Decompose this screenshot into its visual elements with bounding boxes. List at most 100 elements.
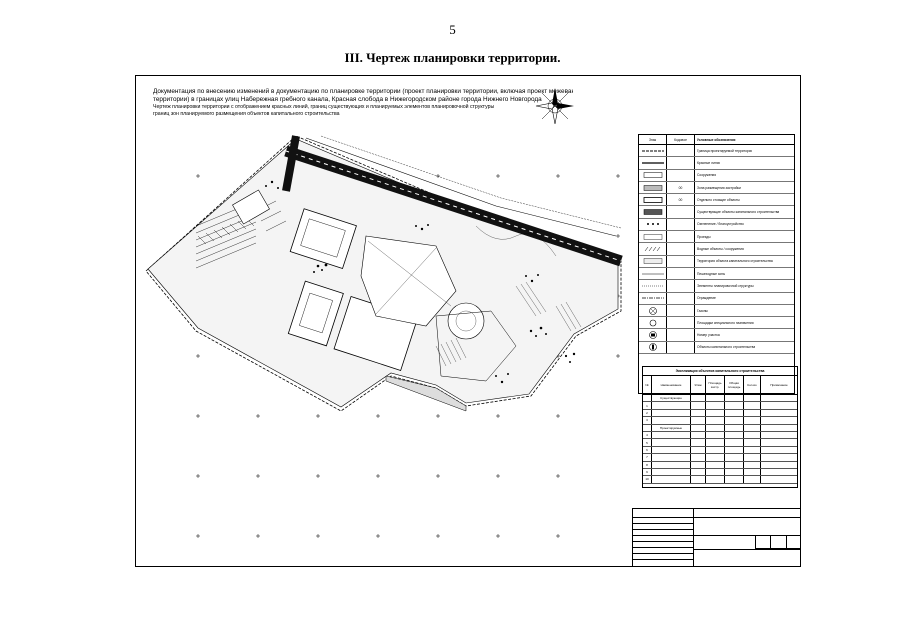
objects-table-cell bbox=[691, 476, 706, 483]
objects-table-cell bbox=[744, 439, 761, 446]
objects-table-cell bbox=[652, 409, 691, 417]
legend-symbol bbox=[639, 218, 667, 231]
legend-symbol bbox=[639, 341, 667, 354]
objects-table-cell bbox=[706, 417, 725, 424]
objects-table-cell bbox=[744, 431, 761, 439]
objects-table-cell bbox=[725, 424, 744, 431]
header-line-2: территории) в границах улиц Набережная г… bbox=[153, 96, 542, 103]
legend-code bbox=[667, 218, 695, 231]
legend-symbol bbox=[639, 145, 667, 157]
title-block-sheet bbox=[770, 535, 786, 549]
objects-table-cell bbox=[725, 454, 744, 461]
objects-table-cell: 3 bbox=[643, 417, 652, 424]
legend-code: 00 bbox=[667, 194, 695, 206]
objects-table-cell bbox=[761, 410, 797, 416]
legend-code bbox=[667, 157, 695, 169]
objects-table-cell bbox=[744, 424, 761, 431]
title-block-cells bbox=[755, 535, 801, 549]
header-line-4: границ зон планируемого размещения объек… bbox=[153, 111, 340, 118]
page-number: 5 bbox=[449, 22, 456, 37]
legend-symbol bbox=[639, 255, 667, 267]
legend-row: Существующие объекты капитального строит… bbox=[639, 206, 794, 219]
legend-col-code: Кодовое bbox=[667, 135, 695, 144]
objects-table-cell bbox=[761, 425, 797, 431]
legend-row: Озеленение / благоустройство bbox=[639, 218, 794, 232]
building-4 bbox=[232, 189, 270, 225]
header-line-1: Документация по внесению изменений в док… bbox=[153, 88, 573, 95]
legend-text: Озеленение / благоустройство bbox=[697, 222, 744, 227]
legend-row: Газоны bbox=[639, 304, 794, 318]
legend-row: Площадки специального назначения bbox=[639, 317, 794, 330]
objects-table-cell bbox=[706, 461, 725, 468]
objects-table-cell bbox=[725, 431, 744, 439]
objects-table-cell bbox=[652, 402, 691, 409]
legend-text: Площадки специального назначения bbox=[697, 320, 754, 325]
legend-symbol bbox=[639, 304, 667, 317]
legend-row: Элементы планировочной структуры bbox=[639, 280, 794, 293]
legend-row: Сооружения bbox=[639, 169, 794, 182]
objects-col: Кол-во bbox=[744, 376, 761, 394]
legend-row: Проезды bbox=[639, 231, 794, 244]
objects-table-cell: 6 bbox=[643, 446, 652, 454]
objects-table-cell bbox=[691, 409, 706, 417]
objects-col: Примечание bbox=[770, 383, 788, 387]
objects-table-cell bbox=[761, 462, 797, 468]
legend-text: Граница проектируемой территории bbox=[697, 148, 753, 153]
objects-table-cell: Существующие bbox=[652, 395, 691, 402]
legend-text: Ограждение bbox=[697, 296, 716, 301]
objects-table-row: 1 bbox=[643, 402, 797, 410]
objects-table-cell: 10 bbox=[643, 476, 652, 483]
legend-code bbox=[667, 243, 695, 255]
objects-table-title: Экспликация объектов капитального строит… bbox=[643, 367, 797, 376]
objects-table-cell: 8 bbox=[643, 461, 652, 468]
objects-table-cell bbox=[691, 468, 706, 476]
objects-table-cell bbox=[744, 402, 761, 409]
title-block-stage bbox=[755, 535, 771, 549]
objects-table-cell bbox=[691, 402, 706, 409]
legend-code bbox=[667, 317, 695, 329]
objects-table-cell: 1 bbox=[643, 402, 652, 409]
legend-text: Проезды bbox=[697, 234, 711, 239]
objects-table-cell bbox=[652, 417, 691, 424]
legend-symbol bbox=[639, 329, 667, 341]
objects-table-row: 6 bbox=[643, 446, 797, 455]
objects-col: № bbox=[643, 376, 652, 394]
objects-table-cell bbox=[706, 431, 725, 439]
legend-text: Сооружения bbox=[697, 173, 717, 178]
objects-table-header: № Наименование Этаж Площадь застр. Общая… bbox=[643, 376, 797, 395]
legend-code bbox=[667, 255, 695, 267]
objects-table-cell bbox=[706, 476, 725, 483]
objects-table-cell bbox=[725, 417, 744, 424]
objects-table-cell bbox=[652, 439, 691, 446]
legend-code: 00 bbox=[667, 181, 695, 194]
objects-table-cell bbox=[761, 476, 797, 482]
objects-table-cell bbox=[652, 468, 691, 476]
objects-table-cell: 9 bbox=[643, 468, 652, 476]
legend-text: Водные объекты / сооружения bbox=[697, 247, 744, 252]
objects-table-cell bbox=[725, 476, 744, 483]
objects-table-cell bbox=[691, 417, 706, 424]
objects-table-cell bbox=[706, 395, 725, 402]
legend-row: Красные линии bbox=[639, 157, 794, 170]
legend-code bbox=[667, 169, 695, 181]
objects-table-cell bbox=[744, 461, 761, 468]
objects-table-cell bbox=[725, 439, 744, 446]
legend-code bbox=[667, 329, 695, 341]
objects-table-row: 3 bbox=[643, 417, 797, 425]
legend-symbol bbox=[639, 280, 667, 292]
legend-code bbox=[667, 292, 695, 304]
legend-code bbox=[667, 206, 695, 218]
objects-table-cell bbox=[691, 431, 706, 439]
legend-row: Граница проектируемой территории bbox=[639, 145, 794, 158]
objects-table-cell bbox=[691, 454, 706, 461]
building-1 bbox=[289, 208, 357, 270]
objects-table-cell bbox=[761, 417, 797, 423]
legend-code bbox=[667, 280, 695, 292]
objects-table-cell: 2 bbox=[643, 409, 652, 417]
legend-symbol bbox=[639, 292, 667, 304]
objects-table-cell bbox=[652, 461, 691, 468]
legend-symbol bbox=[639, 267, 667, 280]
roundabout bbox=[447, 302, 485, 340]
legend-text: Зона размещения застройки bbox=[697, 185, 741, 190]
